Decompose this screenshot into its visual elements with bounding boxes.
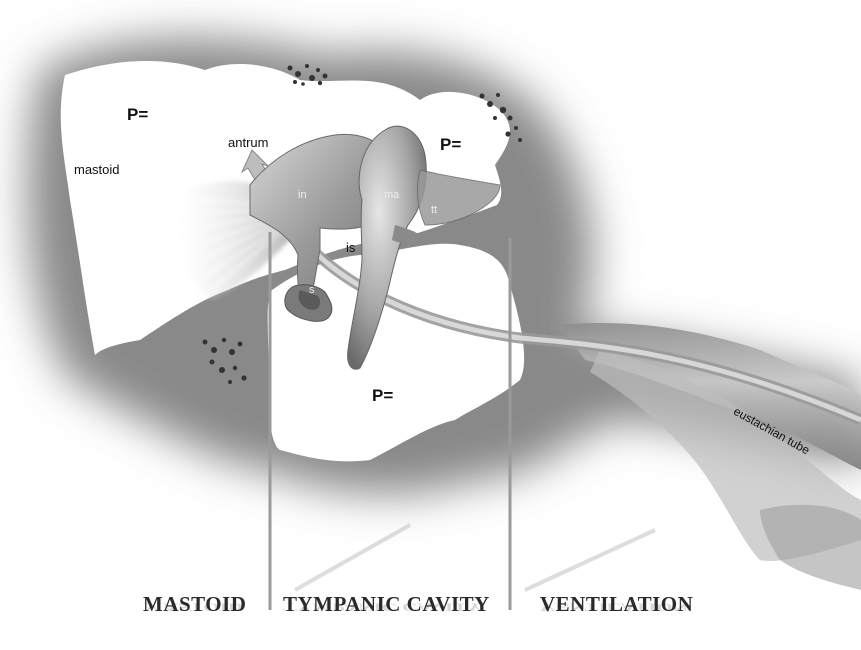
floor-strokes bbox=[295, 525, 655, 590]
tensor-tympani-label: tt bbox=[431, 204, 437, 216]
pressure-label-tympanic: P= bbox=[372, 386, 393, 406]
mastoid-label: mastoid bbox=[74, 162, 120, 177]
pressure-label-mastoid: P= bbox=[127, 105, 148, 125]
pressure-label-epitympanum: P= bbox=[440, 135, 461, 155]
antrum-label: antrum bbox=[228, 135, 268, 150]
stapes-label: s bbox=[309, 284, 315, 296]
malleus-label: ma bbox=[384, 189, 399, 201]
section-reflection-ventilation: VENTILATION bbox=[540, 600, 688, 614]
section-reflection-tympanic-cavity: TYMPANIC CAVITY bbox=[283, 600, 482, 614]
incus-label: in bbox=[298, 189, 307, 201]
incudostapedial-label: is bbox=[346, 240, 355, 255]
section-reflection-mastoid: MASTOID bbox=[143, 600, 243, 614]
